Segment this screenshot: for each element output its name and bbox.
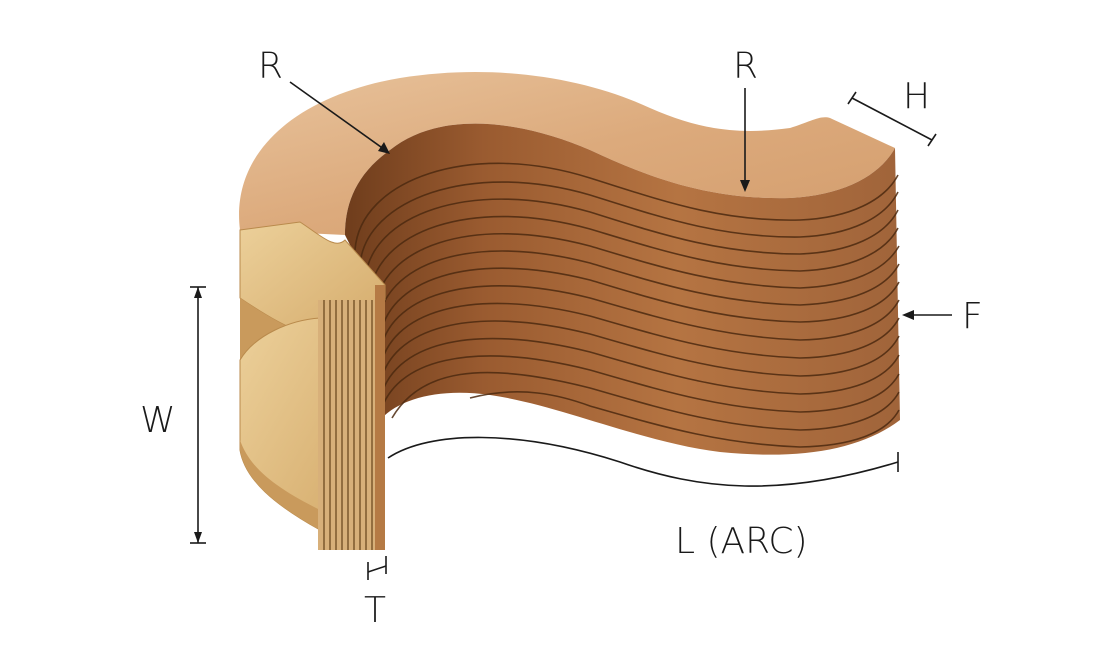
kerf-lines <box>354 162 900 448</box>
label-w: W <box>140 400 176 441</box>
r-left-arrowhead <box>378 142 390 154</box>
label-f: F <box>962 296 983 337</box>
kerf-cross-section-lines <box>323 300 373 550</box>
w-arrow-bottom <box>194 532 202 543</box>
w-arrow-top <box>194 287 202 298</box>
h-tick-end <box>927 133 937 147</box>
face-veneer-edge <box>375 285 385 550</box>
label-h: H <box>903 76 930 117</box>
label-t: T <box>364 590 386 631</box>
h-dimension-line <box>851 97 933 141</box>
l-arc-dimension-line <box>387 436 899 487</box>
kerf-cross-section <box>318 300 385 550</box>
panel-top-face <box>239 71 895 235</box>
label-l-arc: L (ARC) <box>675 521 808 562</box>
mdf-bottom-edge <box>240 440 320 530</box>
f-arrowhead <box>902 310 914 320</box>
h-tick-start <box>847 91 857 105</box>
label-r-left: R <box>258 46 283 87</box>
r-left-leader <box>289 81 389 153</box>
t-dimension-line <box>367 565 387 573</box>
label-r-right: R <box>733 46 758 87</box>
r-right-arrowhead <box>740 180 750 192</box>
